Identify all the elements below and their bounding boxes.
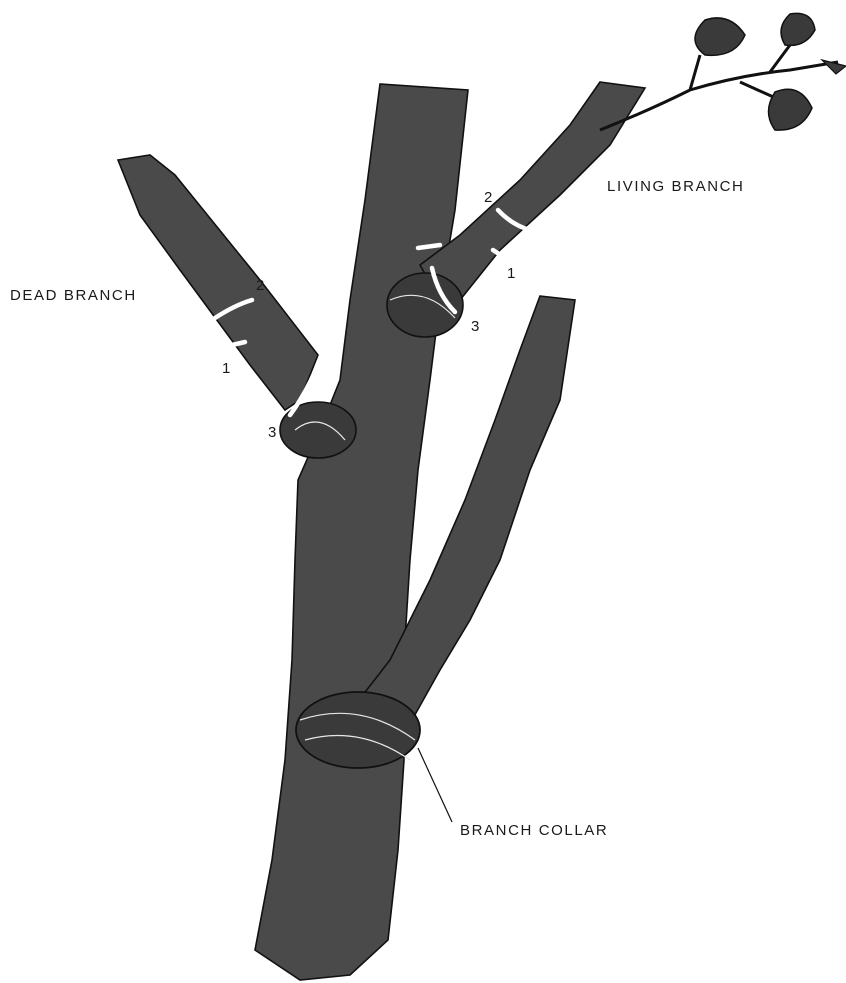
living-cut-number-2: 2: [484, 189, 492, 206]
dead-cut-number-1: 1: [222, 360, 230, 377]
dead-cut-1-mark: [232, 342, 245, 345]
dead-branch-stub: [118, 155, 318, 410]
tree-trunk: [255, 84, 468, 980]
dead-cut-number-2: 2: [256, 277, 264, 294]
living-cut-number-3: 3: [471, 318, 479, 335]
living-cut-number-1: 1: [507, 265, 515, 282]
dead-branch-label: DEAD BRANCH: [10, 287, 137, 304]
living-branch-label: LIVING BRANCH: [607, 178, 745, 195]
branch-collar-leader-line: [418, 748, 452, 822]
dead-cut-number-3: 3: [268, 424, 276, 441]
branch-collar-lower: [296, 692, 420, 768]
branch-collar-label: BRANCH COLLAR: [460, 822, 608, 839]
